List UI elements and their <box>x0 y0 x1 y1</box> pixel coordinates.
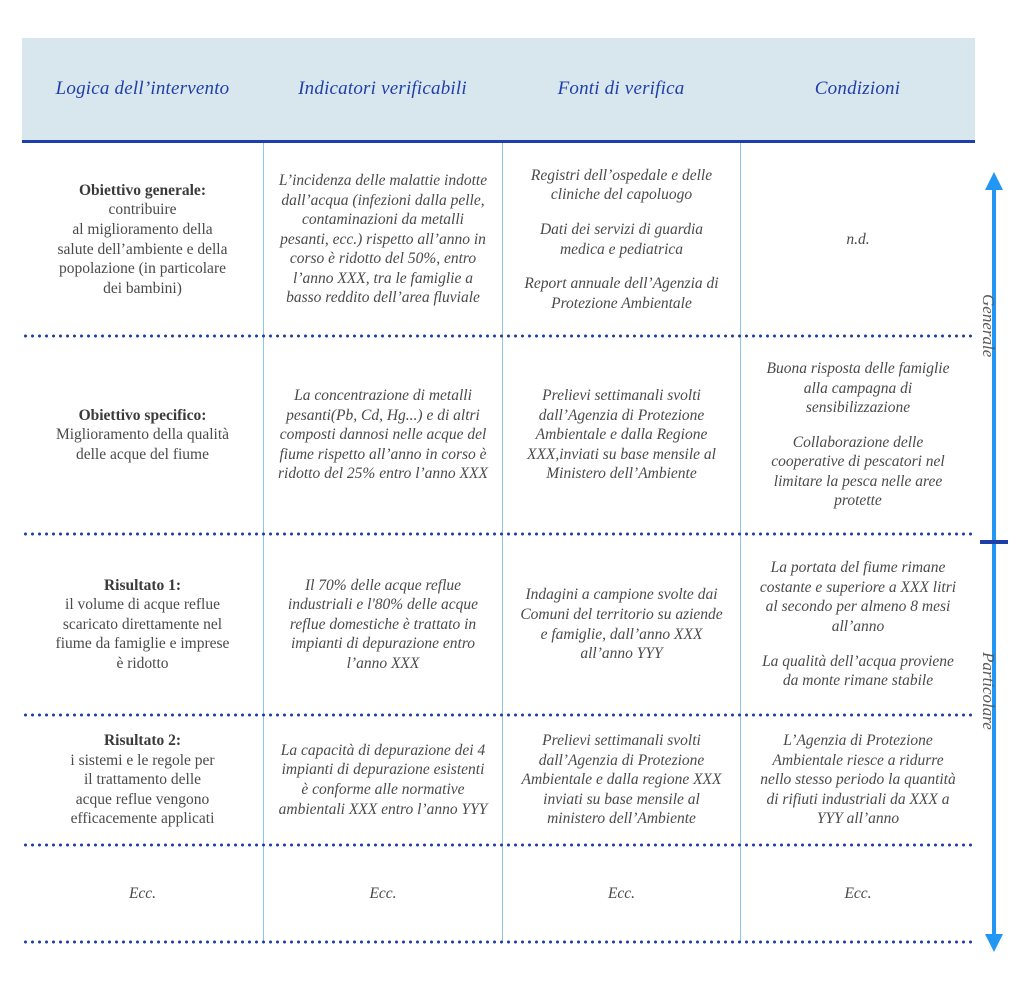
cell-fonti-ecc: Ecc. <box>502 845 740 942</box>
row-divider <box>22 940 975 944</box>
cell-indicatori-risultato-1: Il 70% delle acque reflue industriali e … <box>263 534 502 715</box>
cell-paragraph: Ecc. <box>369 884 397 902</box>
cell-lead-label: Risultato 1: <box>103 576 182 594</box>
column-header-indicatori: Indicatori verificabili <box>298 78 467 99</box>
scope-axis: Generale Particolare <box>979 172 1008 952</box>
cell-indicatori-obiettivo-generale: L’incidenza delle malattie indotte dall’… <box>263 143 502 336</box>
arrow-up-icon <box>985 172 1003 190</box>
cell-paragraph: Ecc. <box>607 884 636 902</box>
arrow-down-icon <box>985 934 1003 952</box>
cell-paragraph: Registri dell’ospedale e delle cliniche … <box>530 166 713 204</box>
row-divider <box>22 713 975 717</box>
cell-paragraph: Collaborazione delle cooperative di pesc… <box>771 433 945 510</box>
cell-paragraph: L’Agenzia di Protezione Ambientale riesc… <box>760 732 956 828</box>
cell-paragraph: La portata del fiume rimane costante e s… <box>759 559 957 635</box>
cell-fonti-risultato-1: Indagini a campione svolte dai Comuni de… <box>502 534 740 715</box>
axis-mid-tick <box>980 540 1008 544</box>
axis-line <box>992 188 996 936</box>
cell-lead-label: Obiettivo generale: <box>79 181 206 199</box>
cell-paragraph: Dati dei servizi di guardia medica e ped… <box>539 220 704 258</box>
table-header: Logica dell’intervento Indicatori verifi… <box>22 38 975 140</box>
column-header-logica: Logica dell’intervento <box>55 78 230 99</box>
row-divider <box>22 334 975 338</box>
column-header-fonti: Fonti di verifica <box>557 78 685 99</box>
cell-paragraph: L’incidenza delle malattie indotte dall’… <box>278 172 488 307</box>
cell-condizioni-obiettivo-specifico: Buona risposta delle famiglie alla campa… <box>740 336 975 534</box>
cell-paragraph: Prelievi settimanali svolti dall’Agenzia… <box>527 387 716 483</box>
table-row: Ecc. Ecc. Ecc. Ecc. <box>22 845 975 942</box>
cell-paragraph: La qualità dell’acqua proviene da monte … <box>762 652 954 690</box>
cell-paragraph: La capacità di depurazione dei 4 impiant… <box>278 741 488 818</box>
cell-indicatori-ecc: Ecc. <box>263 845 502 942</box>
cell-paragraph: Prelievi settimanali svolti dall’Agenzia… <box>521 732 722 828</box>
column-header-condizioni: Condizioni <box>814 78 901 99</box>
cell-logica-obiettivo-specifico: Obiettivo specifico:Miglioramento della … <box>55 406 230 463</box>
row-divider <box>22 532 975 536</box>
cell-paragraph: Ecc. <box>844 884 872 902</box>
cell-paragraph: n.d. <box>846 230 870 248</box>
table-row: Obiettivo specifico:Miglioramento della … <box>22 336 975 534</box>
row-divider <box>22 843 975 847</box>
cell-paragraph: Il 70% delle acque reflue industriali e … <box>287 576 479 672</box>
axis-label-particolare: Particolare <box>979 652 998 730</box>
cell-fonti-obiettivo-generale: Registri dell’ospedale e delle cliniche … <box>502 143 740 336</box>
cell-lead-label: Obiettivo specifico: <box>78 406 207 424</box>
cell-indicatori-risultato-2: La capacità di depurazione dei 4 impiant… <box>263 715 502 845</box>
cell-paragraph: Buona risposta delle famiglie alla campa… <box>766 360 950 417</box>
cell-paragraph: Report annuale dell’Agenzia di Protezion… <box>524 275 719 312</box>
cell-indicatori-obiettivo-specifico: La concentrazione di metalli pesanti(Pb,… <box>263 336 502 534</box>
axis-label-generale: Generale <box>979 294 998 358</box>
cell-condizioni-obiettivo-generale: n.d. <box>740 143 975 336</box>
cell-fonti-risultato-2: Prelievi settimanali svolti dall’Agenzia… <box>502 715 740 845</box>
header-rule <box>22 140 975 143</box>
cell-condizioni-risultato-1: La portata del fiume rimane costante e s… <box>740 534 975 715</box>
cell-paragraph: Indagini a campione svolte dai Comuni de… <box>520 586 723 663</box>
cell-lead-label: Risultato 2: <box>103 732 182 750</box>
cell-condizioni-ecc: Ecc. <box>740 845 975 942</box>
cell-logica-ecc: Ecc. <box>128 884 157 902</box>
cell-condizioni-risultato-2: L’Agenzia di Protezione Ambientale riesc… <box>740 715 975 845</box>
cell-fonti-obiettivo-specifico: Prelievi settimanali svolti dall’Agenzia… <box>502 336 740 534</box>
cell-paragraph: La concentrazione di metalli pesanti(Pb,… <box>278 387 488 483</box>
